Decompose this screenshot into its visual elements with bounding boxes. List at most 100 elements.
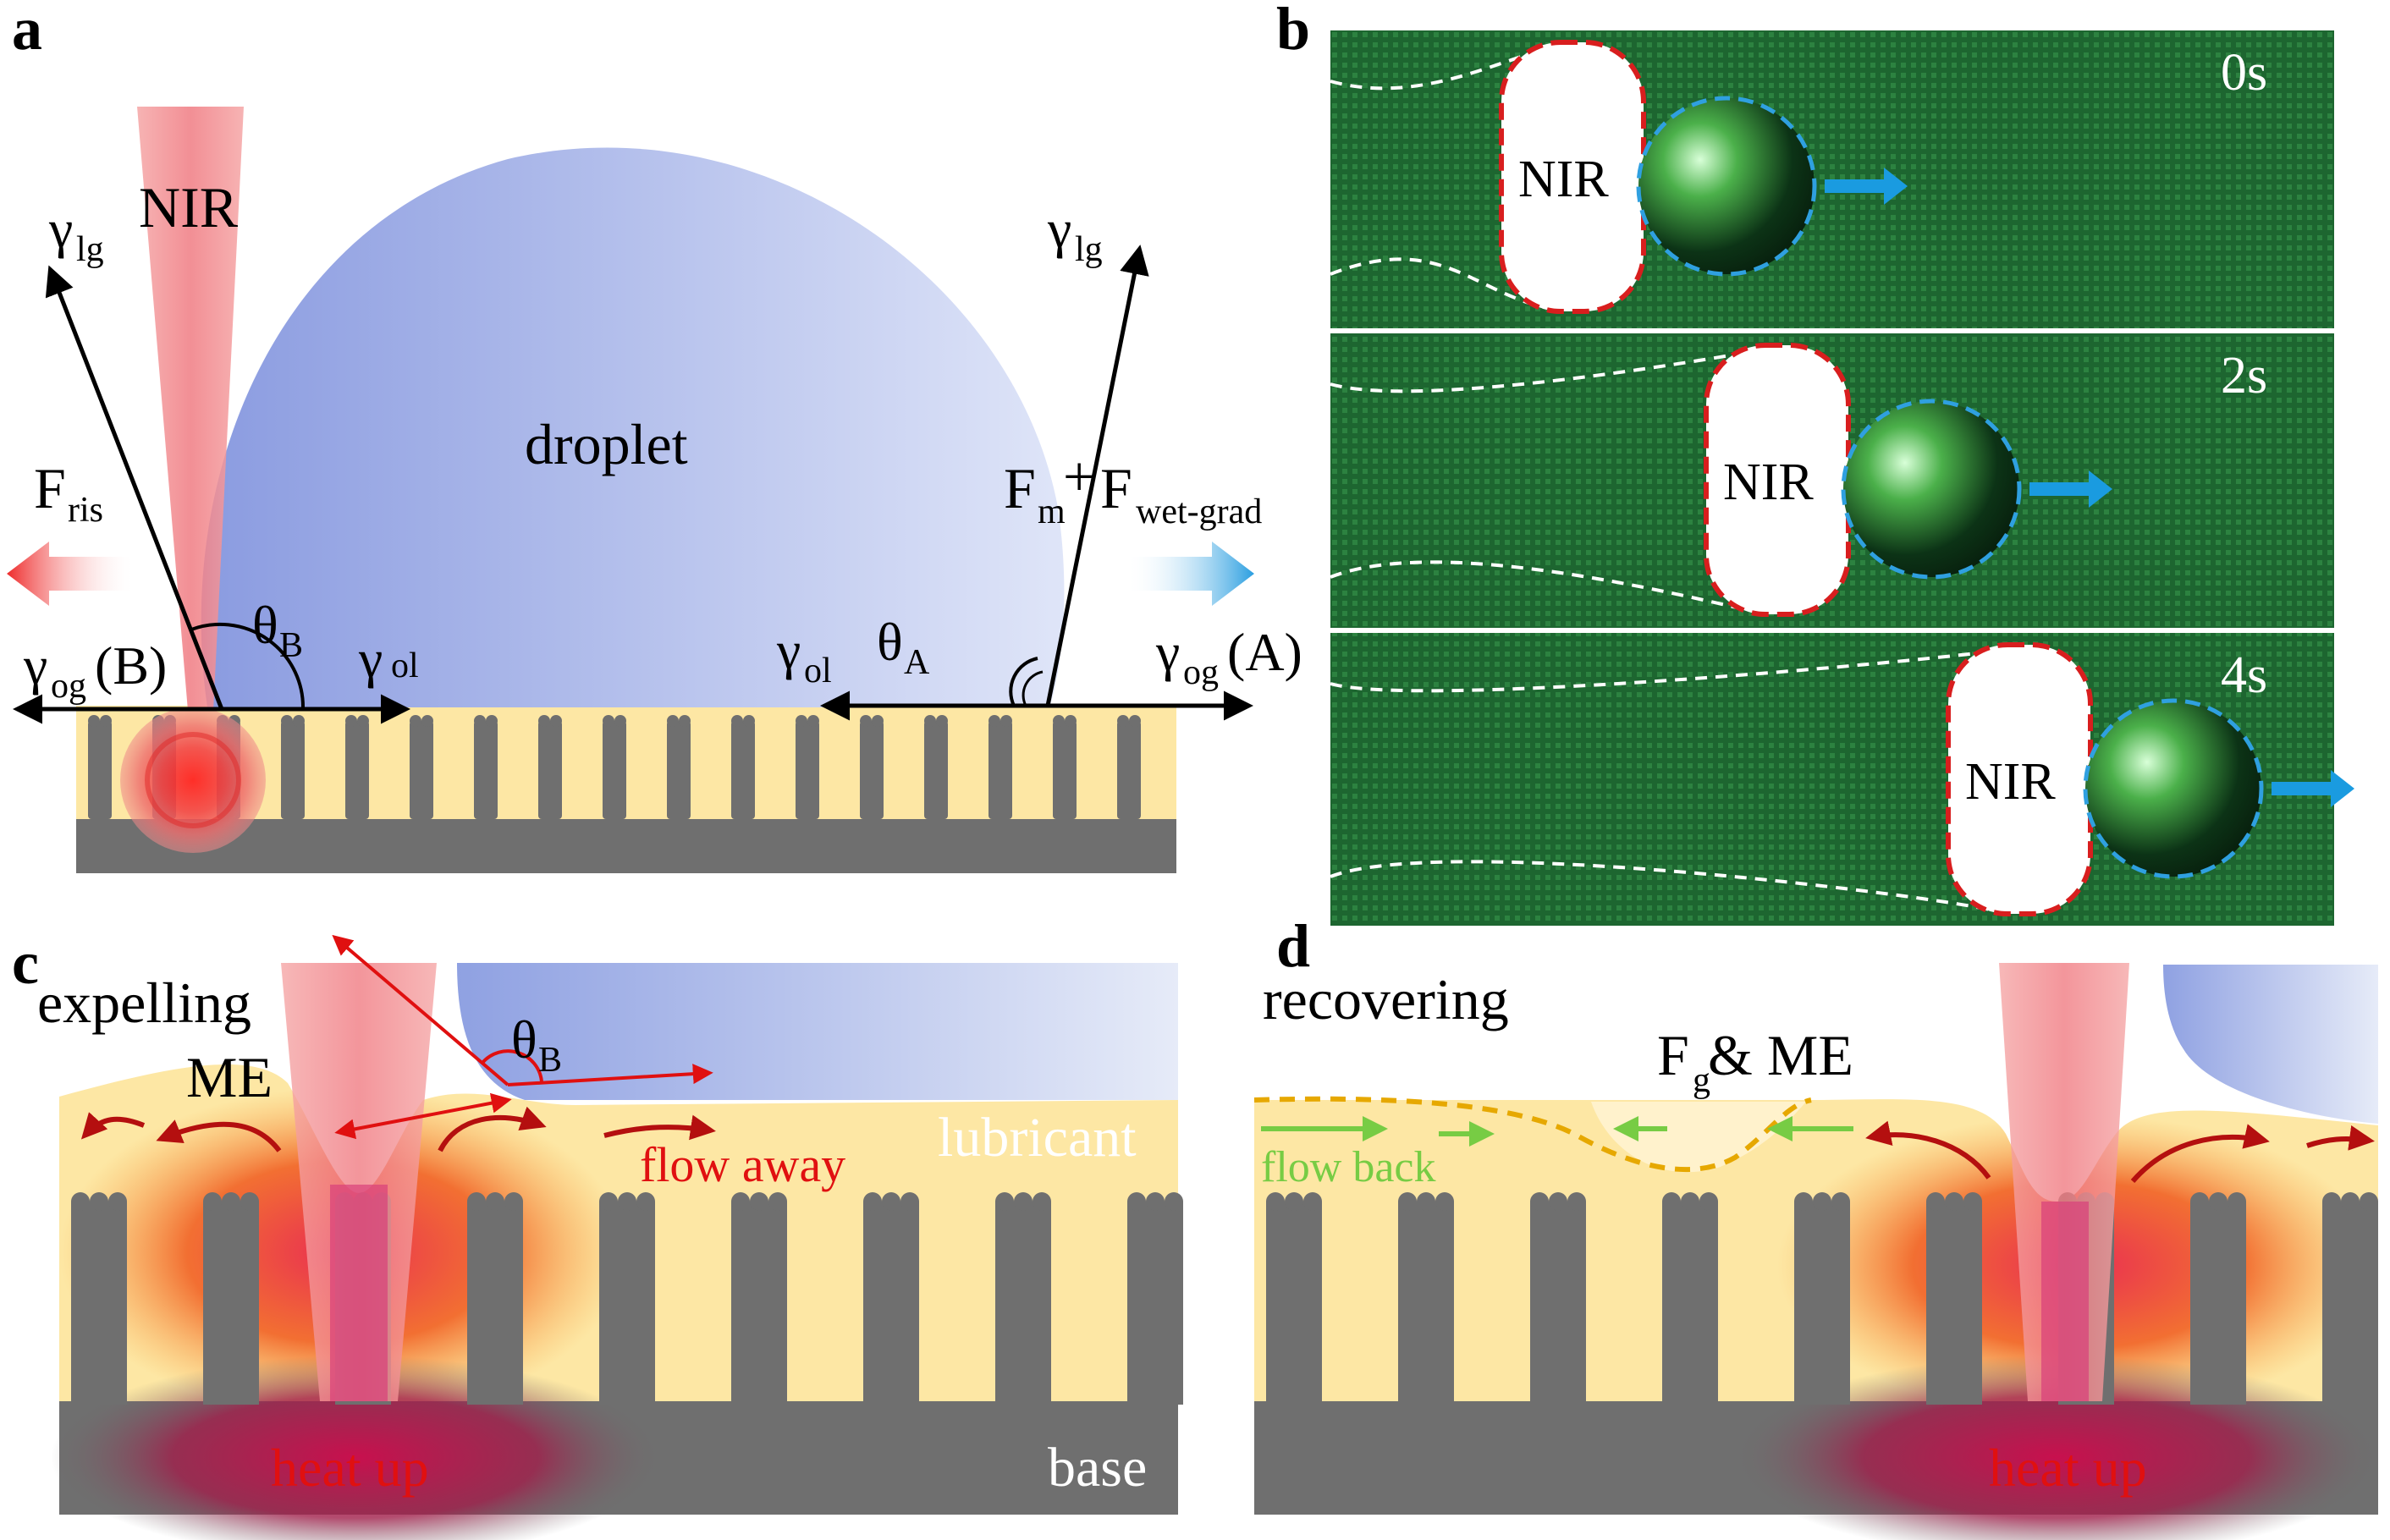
pillar-cap xyxy=(2341,1192,2360,1211)
pillar-cap xyxy=(1165,1192,1183,1211)
pillar-cap xyxy=(71,1192,90,1211)
f-wet-grad-arrow xyxy=(1126,542,1254,606)
pillar xyxy=(2322,1202,2378,1405)
droplet-image xyxy=(1843,401,2019,577)
flow-back-label: flow back xyxy=(1261,1143,1435,1191)
fg-sub: g xyxy=(1693,1061,1710,1100)
time-label: 4s xyxy=(2221,646,2267,704)
pillar xyxy=(731,721,755,819)
pillar xyxy=(281,721,305,819)
base-label: base xyxy=(1048,1437,1147,1499)
pillar-cap xyxy=(750,1192,768,1211)
pillar xyxy=(538,721,562,819)
theta-sub: B xyxy=(279,626,303,665)
pillar-cap xyxy=(860,715,872,727)
pillar-cap xyxy=(603,715,614,727)
theta-b-arc-c xyxy=(481,1049,543,1082)
trail-line xyxy=(1330,648,2003,693)
pillar-cap xyxy=(538,715,550,727)
fm-sub: m xyxy=(1038,492,1066,531)
pillar-cap xyxy=(1530,1192,1549,1211)
droplet-image xyxy=(1638,98,1815,274)
pillar-cap xyxy=(486,1192,504,1211)
pillar xyxy=(1530,1202,1586,1405)
gamma-lg-arrow-right xyxy=(1045,245,1149,707)
pillar xyxy=(1926,1202,1982,1405)
f-ris-main: F xyxy=(34,456,66,520)
pillar-cap xyxy=(1549,1192,1567,1211)
fwet-sub: wet-grad xyxy=(1136,492,1262,531)
g-sym: γ xyxy=(23,635,47,696)
me-label-c: ME xyxy=(186,1045,273,1109)
frame-divider xyxy=(1330,628,2334,633)
nir-laser-beam-c xyxy=(281,963,437,1401)
direction-arrow xyxy=(1825,168,1908,205)
pillar-cap xyxy=(2228,1192,2246,1211)
pillar-cap xyxy=(293,715,305,727)
pillar-cap xyxy=(796,715,807,727)
pillar-cap xyxy=(1053,715,1065,727)
pillar-cap xyxy=(872,715,884,727)
fwet-main: F xyxy=(1100,456,1132,520)
f-ris-arrow xyxy=(7,542,135,606)
pillar-cap xyxy=(1127,1192,1146,1211)
pillar-cap xyxy=(1699,1192,1718,1211)
heat-up-label-d: heat up xyxy=(1989,1438,2147,1498)
pillar xyxy=(1117,721,1141,819)
pillar-cap xyxy=(486,715,498,727)
g-sym: γ xyxy=(1047,199,1071,259)
pillar-cap xyxy=(667,715,679,727)
nir-label-frame: NIR xyxy=(1965,753,2056,811)
pillar-cap xyxy=(743,715,755,727)
pillar-cap xyxy=(1266,1192,1285,1211)
pillar xyxy=(88,721,112,819)
f-ris-sub: ris xyxy=(68,491,103,530)
pillar xyxy=(863,1202,919,1405)
lubricant-label: lubricant xyxy=(938,1107,1137,1169)
g-sub: lg xyxy=(1075,230,1103,269)
pillar-cap xyxy=(1567,1192,1586,1211)
pillar-cap xyxy=(240,1192,259,1211)
nir-laser-beam-a xyxy=(137,107,244,711)
pillar-cap xyxy=(1033,1192,1051,1211)
gamma-ol-label-left: γ ol xyxy=(358,629,419,689)
nir-label-a: NIR xyxy=(139,175,239,239)
pillar-cap xyxy=(1813,1192,1831,1211)
pillar-cap xyxy=(731,1192,750,1211)
time-label: 0s xyxy=(2221,44,2267,102)
droplet-edge-c xyxy=(457,963,1178,1100)
pillar-cap xyxy=(1945,1192,1963,1211)
pillar xyxy=(796,721,819,819)
lubricant-dip-d xyxy=(1591,1102,1806,1173)
flow-arrow-d-3 xyxy=(2306,1125,2375,1151)
nir-laser-beam-d xyxy=(1999,963,2129,1401)
pillar xyxy=(1127,1202,1183,1405)
theta-b-label-c: θ B xyxy=(511,1009,562,1080)
pillar-cap xyxy=(924,715,936,727)
pillar-cap xyxy=(1129,715,1141,727)
theta-a-arc xyxy=(1009,657,1038,707)
pillar-cap xyxy=(88,715,100,727)
fm-main: F xyxy=(1004,456,1036,520)
pillar-cap xyxy=(2322,1192,2341,1211)
fg-me-label: F g & ME xyxy=(1657,1023,1853,1100)
gamma-lg-arrow-left xyxy=(45,265,224,710)
pillar xyxy=(731,1202,787,1405)
heat-up-label-c: heat up xyxy=(271,1438,429,1498)
pillar-cap xyxy=(100,715,112,727)
flow-arrow-c-1 xyxy=(80,1112,146,1140)
pillar-cap xyxy=(2209,1192,2228,1211)
laser-core-d xyxy=(2041,1202,2089,1401)
pillar-cap xyxy=(614,715,626,727)
pillar-cap xyxy=(1435,1192,1454,1211)
recovering-label: recovering xyxy=(1263,967,1509,1031)
pillar-cap xyxy=(936,715,948,727)
nir-label-frame: NIR xyxy=(1723,454,1814,511)
g-sym: γ xyxy=(358,629,383,689)
pillar xyxy=(2190,1202,2246,1405)
time-label: 2s xyxy=(2221,347,2267,404)
surface-ray-c xyxy=(507,1064,713,1086)
